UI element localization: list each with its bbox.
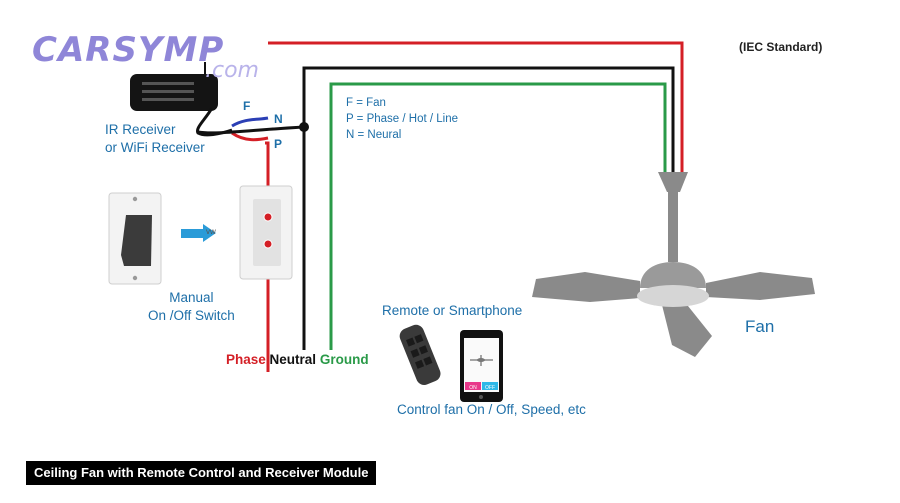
switch-label-line: Manual — [169, 290, 214, 305]
wire-letter-f: F — [243, 99, 251, 113]
manual-switch — [108, 192, 162, 285]
ir-receiver-module — [130, 62, 233, 137]
image-caption: Ceiling Fan with Remote Control and Rece… — [26, 461, 377, 485]
logo-suffix: .com — [205, 58, 259, 83]
phase-label: Phase — [226, 352, 266, 367]
phone-off-button — [482, 382, 498, 390]
logo-brand: CARSYMP — [32, 30, 225, 70]
legend-item: F = Fan — [346, 97, 386, 109]
receiver-label: IR Receiver or WiFi Receiver — [105, 121, 205, 157]
receiver-label-line: or WiFi Receiver — [105, 140, 205, 155]
neutral-wire — [197, 66, 675, 350]
svg-text:vw: vw — [206, 227, 216, 236]
phone-off-label: OFF — [485, 385, 495, 391]
standard-note: (IEC Standard) — [739, 40, 823, 54]
wire-letter-p: P — [274, 137, 283, 151]
ground-label: Ground — [319, 352, 369, 367]
receiver-label-line: IR Receiver — [105, 122, 176, 137]
fan-label: Fan — [745, 317, 775, 336]
fan-wire — [231, 116, 269, 128]
neutral-label: Neutral — [269, 352, 317, 367]
ceiling-fan-icon — [532, 172, 815, 357]
phone-on-label: ON — [469, 385, 477, 391]
remote-control-icon — [399, 324, 441, 385]
arrow-right-icon: vw — [181, 224, 216, 242]
wire-letter-n: N — [274, 112, 283, 126]
remote-title: Remote or Smartphone — [382, 303, 523, 318]
legend-item: N = Neural — [346, 129, 402, 141]
switch-label: Manual On /Off Switch — [148, 289, 235, 325]
phone-on-button — [465, 382, 481, 390]
phase-wire — [231, 41, 684, 372]
legend: F = Fan P = Phase / Hot / Line N = Neura… — [346, 95, 458, 143]
wire-color-labels: Phase Neutral Ground — [226, 352, 369, 367]
switch-label-line: On /Off Switch — [148, 308, 235, 323]
switch-back-plate — [239, 185, 293, 280]
ground-wire — [329, 82, 667, 350]
legend-item: P = Phase / Hot / Line — [346, 113, 458, 125]
remote-caption: Control fan On / Off, Speed, etc — [397, 402, 586, 417]
smartphone-icon: ON OFF — [460, 330, 503, 402]
